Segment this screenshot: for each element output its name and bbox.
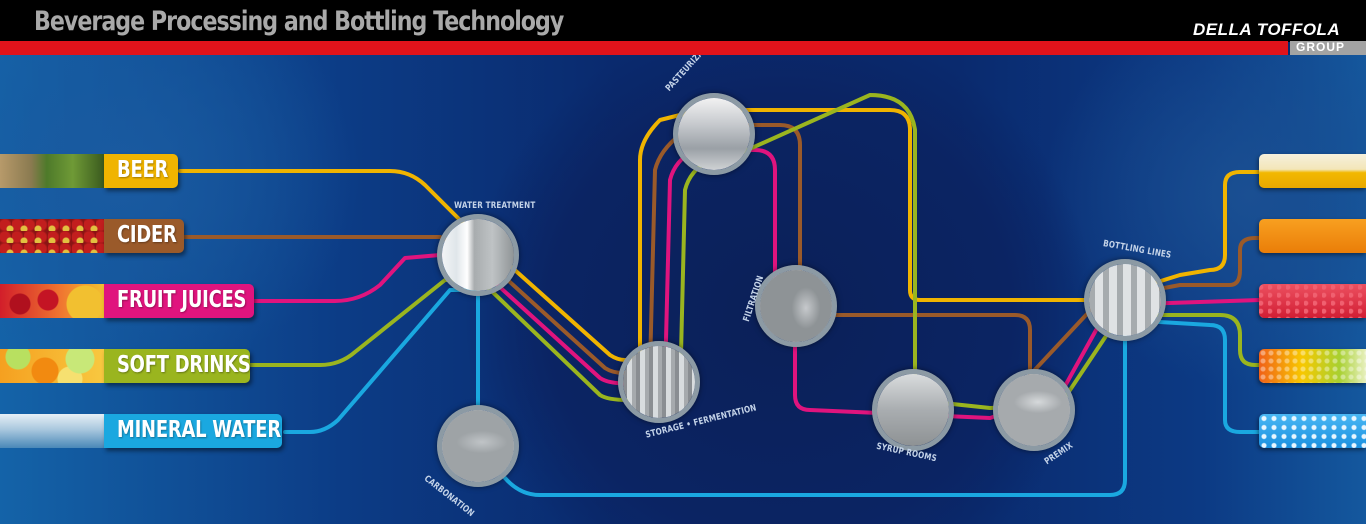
pasteurization-photo — [678, 98, 750, 170]
soft-drinks-tag: SOFT DRINKS — [104, 349, 251, 383]
header-bar: Beverage Processing and Bottling Technol… — [0, 0, 1366, 42]
storage-fermentation-photo — [623, 346, 695, 418]
soft-drinks-label: SOFT DRINKS — [117, 352, 251, 378]
beer-label: BEER — [117, 157, 169, 183]
red-accent-bar — [0, 41, 1288, 55]
node-water-treatment[interactable] — [437, 214, 519, 296]
process-diagram: BEER CIDER FRUIT JUICES SOFT DRINKS MINE… — [0, 55, 1366, 524]
cider-photo — [0, 219, 104, 253]
soft-drinks-line — [248, 93, 1264, 410]
page-title: Beverage Processing and Bottling Technol… — [34, 6, 564, 37]
fruit-juices-label: FRUIT JUICES — [117, 287, 247, 313]
node-storage-fermentation[interactable] — [618, 341, 700, 423]
node-pasteurization[interactable] — [673, 93, 755, 175]
mineral-water-tag: MINERAL WATER — [104, 414, 282, 448]
node-carbonation[interactable] — [437, 405, 519, 487]
node-premix[interactable] — [993, 369, 1075, 451]
beer-tag: BEER — [104, 154, 178, 188]
mineral-water-line — [283, 288, 1264, 497]
node-filtration[interactable] — [755, 265, 837, 347]
group-label: GROUP — [1296, 40, 1346, 54]
syrup-rooms-photo — [877, 374, 949, 446]
filtration-photo — [760, 270, 832, 342]
beer-photo — [0, 154, 104, 188]
premix-photo — [998, 374, 1070, 446]
cider-output[interactable] — [1259, 219, 1366, 253]
cider-tag: CIDER — [104, 219, 184, 253]
beer-line — [178, 108, 1264, 362]
della-toffola-logo[interactable]: DELLA TOFFOLA — [1193, 20, 1341, 39]
fruit-juice-output[interactable] — [1259, 284, 1366, 318]
label-water-treatment: WATER TREATMENT — [454, 201, 536, 211]
node-syrup-rooms[interactable] — [872, 369, 954, 451]
mineral-water-output[interactable] — [1259, 414, 1366, 448]
fruit-juices-photo — [0, 284, 104, 318]
water-treatment-photo — [442, 219, 514, 291]
fruit-juices-tag: FRUIT JUICES — [104, 284, 254, 318]
group-badge: GROUP — [1290, 40, 1366, 55]
soft-drink-output[interactable] — [1259, 349, 1366, 383]
carbonation-photo — [442, 410, 514, 482]
mineral-water-label: MINERAL WATER — [117, 417, 281, 443]
cider-label: CIDER — [117, 222, 177, 248]
mineral-water-photo — [0, 414, 104, 448]
beer-output[interactable] — [1259, 154, 1366, 188]
node-bottling-lines[interactable] — [1084, 259, 1166, 341]
soft-drinks-photo — [0, 349, 104, 383]
bottling-lines-photo — [1089, 264, 1161, 336]
